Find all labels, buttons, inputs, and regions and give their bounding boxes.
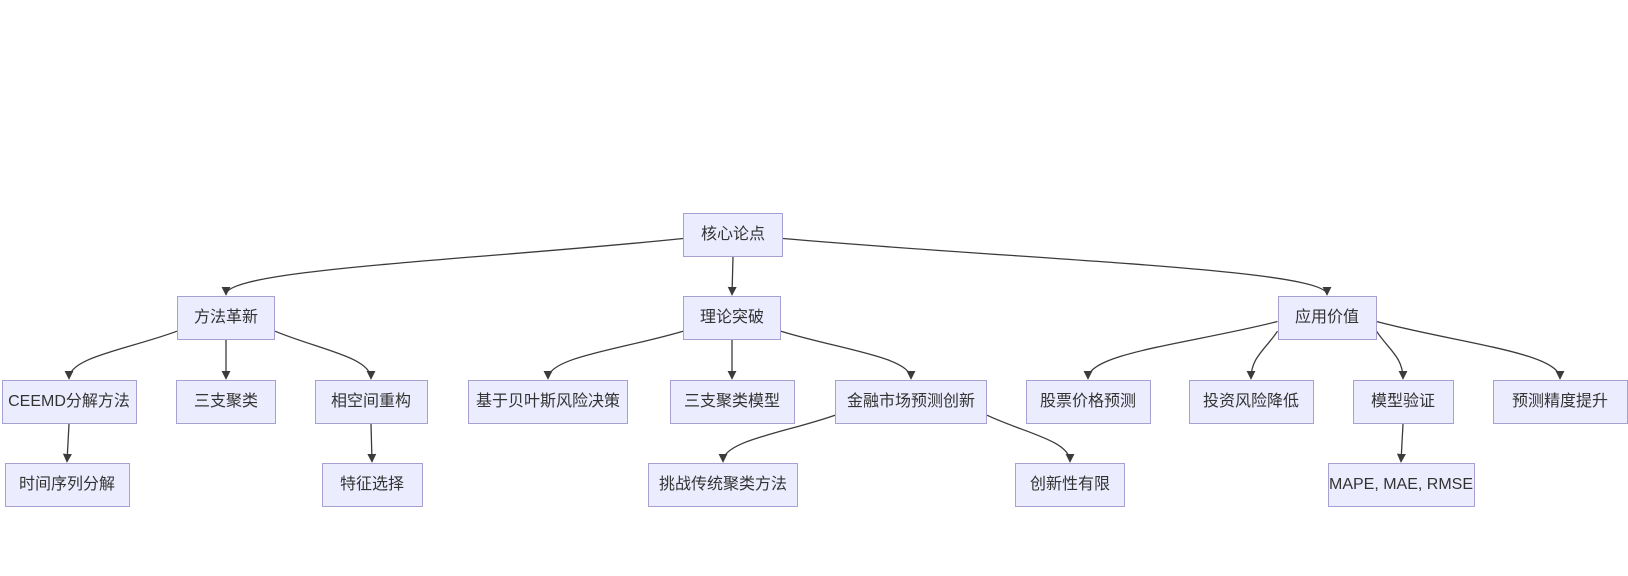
node-metrics: MAPE, MAE, RMSE <box>1327 463 1475 507</box>
node-theory: 理论突破 <box>683 296 781 340</box>
node-twc-model: 三支聚类模型 <box>669 380 795 424</box>
edge-root-to-value <box>782 237 1332 296</box>
edge-root-to-method <box>221 237 684 296</box>
node-ceemd: CEEMD分解方法 <box>1 380 137 424</box>
edge-value-to-precision <box>1376 320 1565 380</box>
node-challenge: 挑战传统聚类方法 <box>648 463 798 507</box>
node-three-way: 三支聚类 <box>176 380 276 424</box>
node-root: 核心论点 <box>683 213 783 257</box>
edge-value-to-risk <box>1246 330 1279 380</box>
node-method: 方法革新 <box>177 296 275 340</box>
edge-theory-to-bayes <box>543 330 684 380</box>
node-stock: 股票价格预测 <box>1025 380 1151 424</box>
node-bayes: 基于贝叶斯风险决策 <box>468 380 628 424</box>
edge-method-to-ceemd <box>64 330 178 380</box>
edge-phase-to-feature <box>367 423 377 463</box>
edge-group <box>62 237 1565 463</box>
edge-ceemd-to-ts-decomp <box>62 423 72 463</box>
node-fin-innov: 金融市场预测创新 <box>835 380 987 424</box>
node-risk: 投资风险降低 <box>1188 380 1314 424</box>
edge-root-to-theory <box>727 256 737 296</box>
node-ts-decomp: 时间序列分解 <box>4 463 130 507</box>
node-limited: 创新性有限 <box>1015 463 1125 507</box>
edge-value-to-stock <box>1083 320 1278 380</box>
node-value: 应用价值 <box>1277 296 1377 340</box>
edge-theory-to-fin-innov <box>780 330 916 380</box>
node-precision: 预测精度提升 <box>1492 380 1628 424</box>
edge-value-to-validation <box>1375 330 1408 380</box>
node-validation: 模型验证 <box>1352 380 1454 424</box>
node-feature: 特征选择 <box>321 463 423 507</box>
edge-validation-to-metrics <box>1396 423 1406 463</box>
edge-method-to-phase <box>274 330 376 380</box>
node-phase: 相空间重构 <box>314 380 428 424</box>
